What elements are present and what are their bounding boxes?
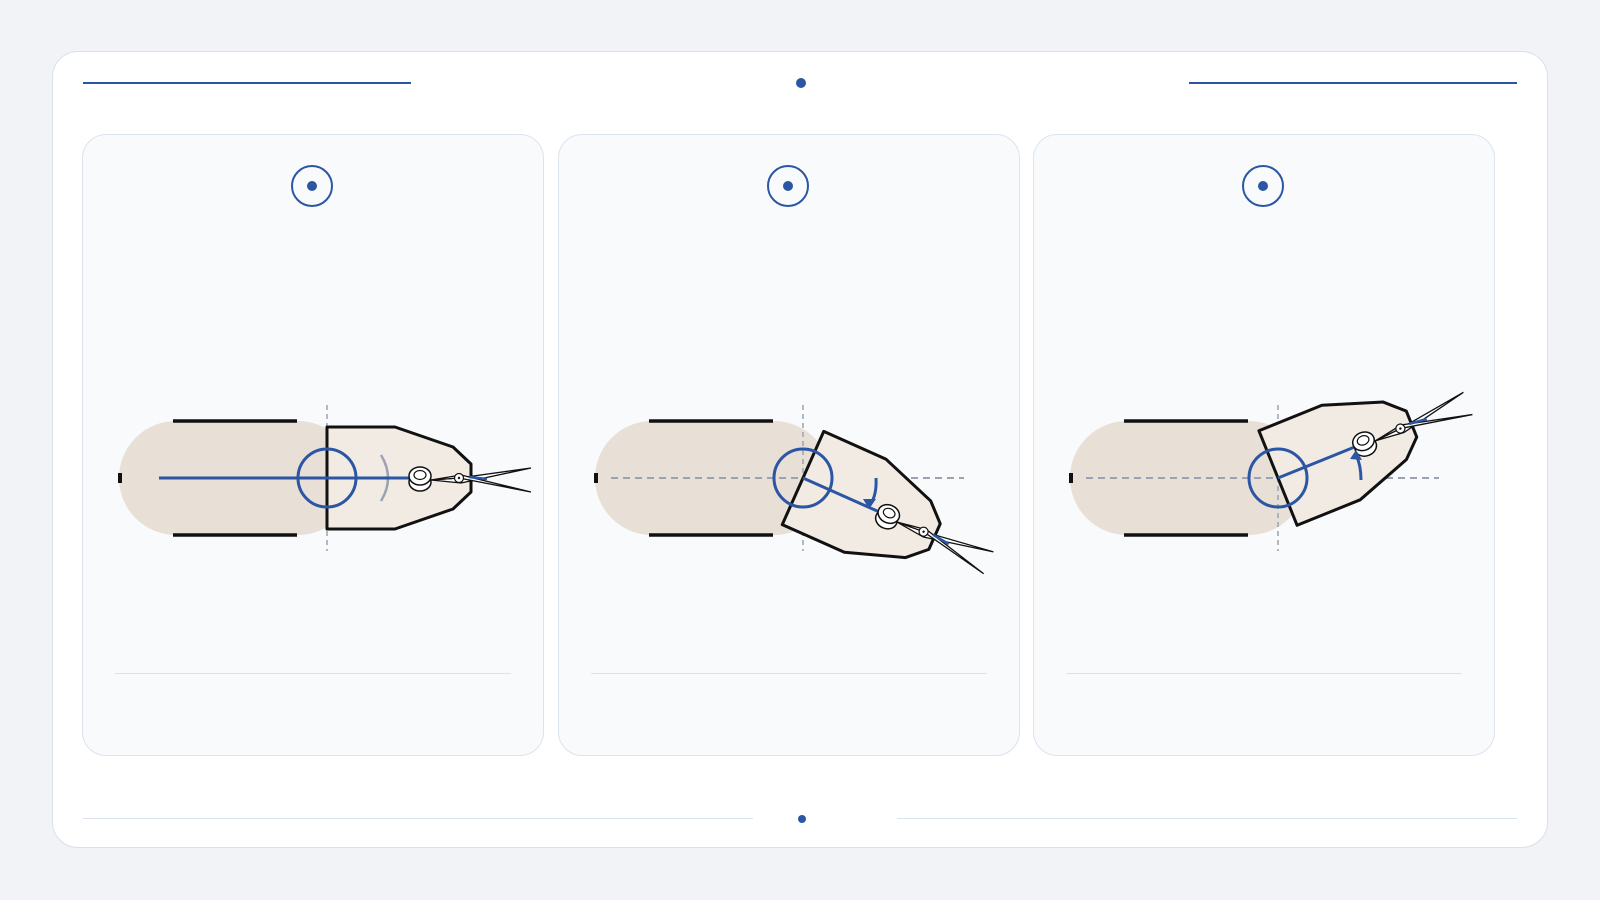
joint-circle: [772, 447, 834, 509]
panel-divider: [591, 673, 987, 674]
panel-rotated-up: [1033, 134, 1495, 756]
knob-ring: [413, 469, 427, 481]
panel-straight: [82, 134, 544, 756]
panel-rotated-down: [558, 134, 1020, 756]
knob-top: [1351, 431, 1375, 452]
tool-head: [1257, 400, 1419, 527]
blade-lower: [1374, 413, 1473, 442]
pivot-center: [457, 476, 461, 480]
blade-lower: [430, 474, 532, 493]
tool-head: [780, 429, 942, 560]
knob-top: [877, 503, 901, 525]
tool-group: [1257, 391, 1473, 527]
arrow-head-icon: [1350, 450, 1362, 460]
blade-accent: [932, 533, 950, 546]
joint-circle: [296, 447, 358, 509]
footer-dot: [798, 815, 806, 823]
blade-lower: [896, 521, 985, 575]
blade-accent: [468, 475, 488, 481]
panel-badge-icon: [1242, 165, 1284, 207]
pivot-center: [922, 530, 925, 533]
tool-group: [159, 425, 532, 531]
knob-ring: [882, 507, 896, 519]
footer-rule-right: [897, 818, 1517, 819]
knob-top: [408, 466, 432, 486]
axis-line: [1277, 442, 1364, 480]
header-dot: [796, 78, 806, 88]
panel-divider: [1066, 673, 1462, 674]
arrow-head-icon: [863, 499, 876, 509]
diagram-card: [52, 51, 1548, 848]
panel-badge-icon: [291, 165, 333, 207]
footer-rule-left: [83, 818, 753, 819]
knob-ring: [1356, 435, 1370, 446]
tool-group: [780, 429, 994, 575]
panel-diagram: [1069, 391, 1473, 551]
axis-line: [802, 476, 888, 517]
panel-diagram: [118, 405, 532, 551]
panel-divider: [115, 673, 511, 674]
joint-circle: [1247, 447, 1309, 509]
header-rule-right: [1189, 82, 1517, 84]
blade-accent: [1408, 417, 1428, 426]
pivot-center: [1399, 427, 1402, 430]
header-rule-left: [83, 82, 411, 84]
panel-badge-icon: [767, 165, 809, 207]
panel-diagram: [594, 405, 994, 575]
